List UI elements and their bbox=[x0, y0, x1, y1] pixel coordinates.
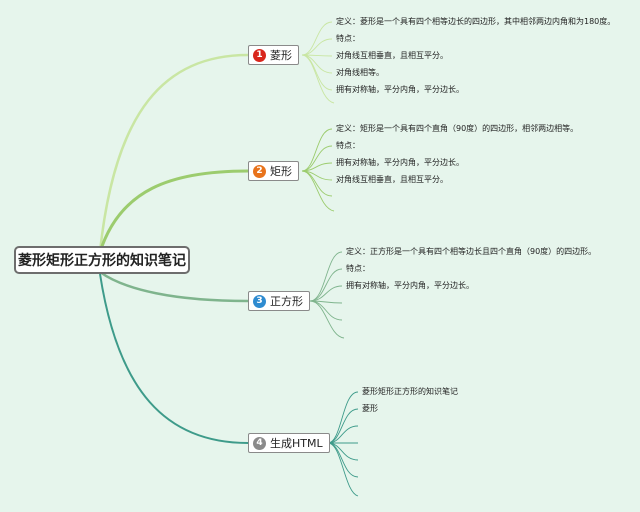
branch-topic-generate-html[interactable]: 4 生成HTML bbox=[248, 433, 330, 453]
number-badge-icon: 2 bbox=[253, 164, 266, 178]
connector-branch-1 bbox=[98, 53, 249, 253]
connector-branch-2 bbox=[98, 169, 249, 253]
leaf-text[interactable]: 对角线相等。 bbox=[336, 68, 384, 77]
branch-topic-label: 矩形 bbox=[270, 165, 292, 178]
number-badge-icon: 4 bbox=[253, 436, 266, 450]
number-badge-icon: 1 bbox=[253, 48, 266, 62]
leaf-fan-branch-2 bbox=[301, 128, 335, 212]
number-badge-icon: 3 bbox=[253, 294, 266, 308]
connector-branch-4 bbox=[99, 273, 249, 444]
leaf-text[interactable]: 特点： bbox=[336, 141, 360, 150]
leaf-text[interactable]: 菱形矩形正方形的知识笔记 bbox=[362, 387, 458, 396]
branch-topic-label: 正方形 bbox=[270, 295, 303, 308]
leaf-text[interactable]: 特点： bbox=[346, 264, 370, 273]
leaf-fan-branch-3 bbox=[309, 251, 345, 339]
leaf-text[interactable]: 对角线互相垂直，且相互平分。 bbox=[336, 51, 448, 60]
leaf-text[interactable]: 定义：矩形是一个具有四个直角（90度）的四边形，相邻两边相等。 bbox=[336, 124, 579, 133]
branch-topic-rectangle[interactable]: 2 矩形 bbox=[248, 161, 299, 181]
connector-branch-3 bbox=[99, 270, 249, 303]
leaf-text[interactable]: 拥有对称轴，平分内角，平分边长。 bbox=[346, 281, 474, 290]
leaf-text[interactable]: 菱形 bbox=[362, 404, 378, 413]
leaf-text[interactable]: 拥有对称轴，平分内角，平分边长。 bbox=[336, 158, 464, 167]
branch-topic-rhombus[interactable]: 1 菱形 bbox=[248, 45, 299, 65]
leaf-fan-branch-4 bbox=[327, 391, 359, 497]
leaf-text[interactable]: 定义：菱形是一个具有四个相等边长的四边形，其中相邻两边内角和为180度。 bbox=[336, 17, 616, 26]
root-topic-label: 菱形矩形正方形的知识笔记 bbox=[18, 253, 186, 269]
branch-topic-label: 生成HTML bbox=[270, 437, 323, 450]
leaf-text[interactable]: 拥有对称轴，平分内角，平分边长。 bbox=[336, 85, 464, 94]
branch-topic-label: 菱形 bbox=[270, 49, 292, 62]
branch-topic-square[interactable]: 3 正方形 bbox=[248, 291, 310, 311]
leaf-text[interactable]: 定义：正方形是一个具有四个相等边长且四个直角（90度）的四边形。 bbox=[346, 247, 597, 256]
leaf-text[interactable]: 对角线互相垂直，且相互平分。 bbox=[336, 175, 448, 184]
leaf-text[interactable]: 特点： bbox=[336, 34, 360, 43]
root-topic[interactable]: 菱形矩形正方形的知识笔记 bbox=[14, 246, 190, 274]
leaf-fan-branch-1 bbox=[301, 21, 335, 104]
